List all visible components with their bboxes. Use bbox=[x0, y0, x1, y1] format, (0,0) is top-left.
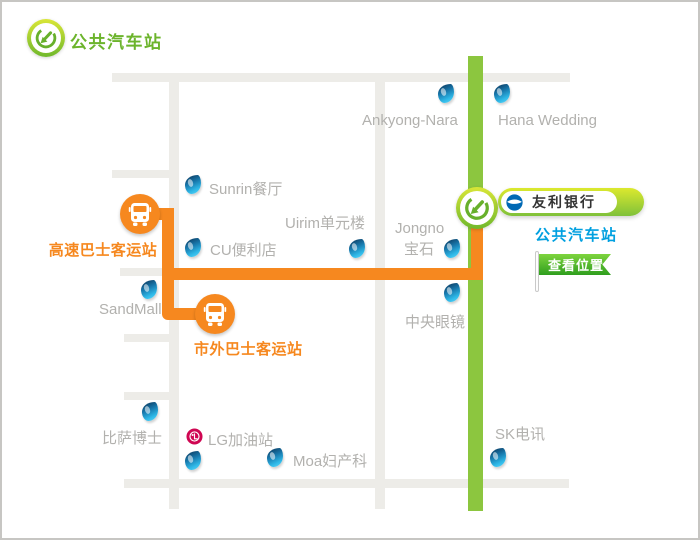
bus-route-segment-e bbox=[471, 214, 483, 280]
map-pin-jongno[interactable] bbox=[444, 239, 460, 258]
place-label-uirim: Uirim单元楼 bbox=[285, 215, 365, 232]
road-stub-3 bbox=[124, 334, 174, 342]
map-pin-cu[interactable] bbox=[185, 238, 201, 257]
location-check-icon bbox=[35, 27, 57, 49]
place-label-pizza: 比萨博士 bbox=[102, 430, 163, 447]
place-label-central-optical: 中央眼镜 bbox=[405, 314, 466, 331]
place-label-lg-station: LG加油站 bbox=[208, 432, 274, 449]
place-label-ankyong-nara: Ankyong-Nara bbox=[362, 112, 458, 129]
map-pin-lg-station[interactable] bbox=[185, 451, 201, 470]
bank-label: 友利银行 bbox=[532, 194, 596, 210]
lg-logo-icon bbox=[186, 428, 203, 445]
intercity-bus-terminal-marker[interactable] bbox=[195, 294, 235, 334]
place-label-sunrin: Sunrin餐厅 bbox=[209, 181, 283, 198]
bus-station-badge-icon bbox=[27, 19, 65, 57]
place-label-moa: Moa妇产科 bbox=[293, 453, 368, 470]
place-label-sk: SK电讯 bbox=[495, 426, 546, 443]
main-road-green bbox=[468, 56, 483, 511]
woori-bank-logo-icon bbox=[506, 193, 523, 211]
bus-icon bbox=[203, 303, 227, 326]
road-stub-4 bbox=[124, 392, 174, 400]
place-label-jongno-line1: Jongno bbox=[395, 220, 445, 237]
flag-pole bbox=[535, 251, 539, 292]
map-pin-pizza[interactable] bbox=[142, 402, 158, 421]
bank-callout[interactable]: 友利银行 bbox=[498, 188, 644, 216]
place-label-hana-wedding: Hana Wedding bbox=[498, 112, 597, 129]
map-pin-ankyong[interactable] bbox=[438, 84, 454, 103]
road-bottom-horizontal bbox=[124, 479, 569, 488]
express-terminal-label: 高速巴士客运站 bbox=[48, 242, 158, 259]
road-middle-vertical bbox=[375, 82, 385, 509]
view-location-button[interactable]: 查看位置 bbox=[539, 254, 611, 275]
page-title: 公共汽车站 bbox=[70, 33, 163, 52]
road-top-horizontal bbox=[112, 73, 570, 82]
destination-station-label: 公共汽车站 bbox=[535, 227, 618, 244]
location-check-icon bbox=[465, 196, 489, 220]
place-label-cu: CU便利店 bbox=[210, 242, 277, 259]
intercity-terminal-label: 市外巴士客运站 bbox=[194, 341, 303, 358]
map-pin-sk[interactable] bbox=[490, 448, 506, 467]
map-pin-sunrin[interactable] bbox=[185, 175, 201, 194]
map-pin-sandmall[interactable] bbox=[141, 280, 157, 299]
place-label-jongno-line2: 宝石 bbox=[404, 241, 435, 258]
road-left-vertical bbox=[169, 82, 179, 509]
bus-route-segment-d bbox=[164, 268, 483, 280]
map-pin-moa[interactable] bbox=[267, 448, 283, 467]
place-label-sandmall: SandMall bbox=[99, 301, 162, 318]
road-stub-2 bbox=[120, 268, 174, 276]
map-pin-central-optical[interactable] bbox=[444, 283, 460, 302]
bus-icon bbox=[128, 203, 152, 226]
destination-marker[interactable] bbox=[456, 187, 498, 229]
bus-route-segment-b bbox=[162, 208, 174, 320]
express-bus-terminal-marker[interactable] bbox=[120, 194, 160, 234]
map-pin-hana[interactable] bbox=[494, 84, 510, 103]
map-pin-uirim[interactable] bbox=[349, 239, 365, 258]
road-stub-1 bbox=[112, 170, 174, 178]
